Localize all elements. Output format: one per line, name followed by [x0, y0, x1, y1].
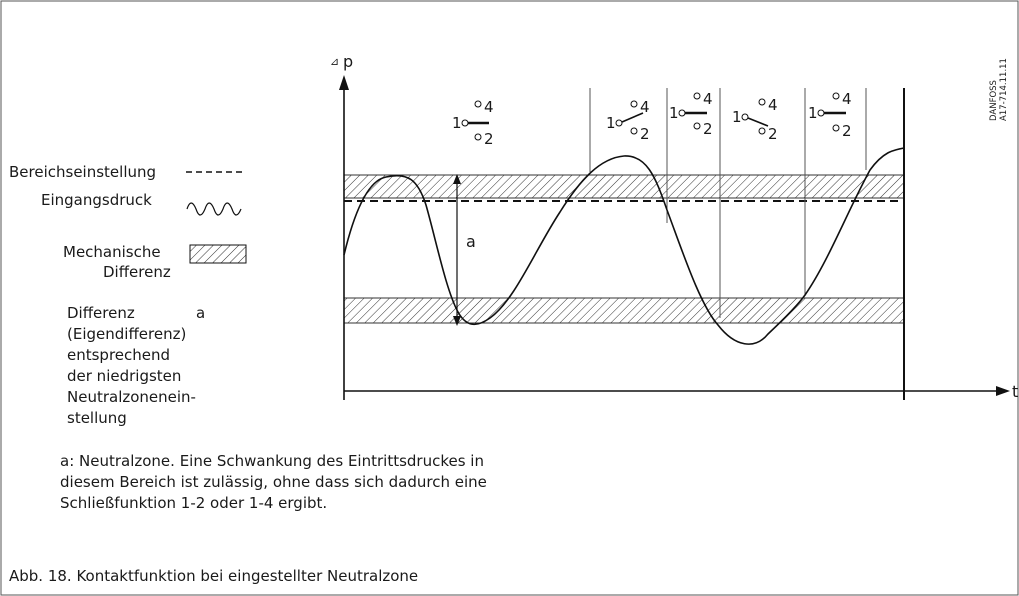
svg-text:1: 1: [452, 114, 462, 132]
legend-diff-label-4: der niedrigsten: [67, 367, 181, 385]
svg-text:DANFOSS: DANFOSS: [989, 80, 999, 121]
svg-text:4: 4: [484, 98, 494, 116]
svg-text:4: 4: [842, 90, 852, 108]
svg-text:diesem Bereich ist zulässig, o: diesem Bereich ist zulässig, ohne dass s…: [60, 473, 487, 491]
legend-mech-diff-label-2: Differenz: [103, 263, 171, 281]
svg-text:2: 2: [703, 120, 713, 138]
switch-symbol-neutral-1: 1 4 2: [452, 98, 494, 148]
svg-text:1: 1: [669, 104, 679, 122]
legend-wave-swatch: [186, 202, 242, 216]
switch-symbol-1-4-a: 1 4 2: [606, 98, 650, 143]
legend-diff-symbol: a: [196, 304, 205, 322]
legend-diff-label-2: (Eigendifferenz): [67, 325, 186, 343]
legend-diff-label-6: stellung: [67, 409, 127, 427]
legend-inlet-pressure-label: Eingangsdruck: [41, 191, 152, 209]
neutral-zone-dimension: [453, 174, 461, 326]
switch-symbol-neutral-2: 1 4 2: [669, 90, 713, 138]
svg-text:A17-714.11.11: A17-714.11.11: [999, 58, 1009, 121]
svg-text:1: 1: [732, 108, 742, 126]
legend-diff-label-5: Neutralzonenein-: [67, 388, 196, 406]
x-axis-label: t: [1012, 382, 1018, 401]
neutral-zone-note: a: Neutralzone. Eine Schwankung des Eint…: [60, 452, 487, 512]
y-axis-label: p: [343, 52, 353, 71]
legend: Bereichseinstellung Eingangsdruck Mechan…: [9, 163, 247, 427]
drawing-code: DANFOSS A17-714.11.11: [989, 58, 1009, 121]
inlet-pressure-curve: [343, 147, 905, 345]
svg-text:4: 4: [703, 90, 713, 108]
svg-text:2: 2: [768, 125, 778, 143]
lower-mechanical-band: [343, 297, 905, 324]
legend-mech-diff-label-1: Mechanische: [63, 243, 161, 261]
svg-text:2: 2: [640, 125, 650, 143]
svg-text:Schließfunktion 1-2 oder 1-4 e: Schließfunktion 1-2 oder 1-4 ergibt.: [60, 494, 327, 512]
switch-symbol-1-2: 1 4 2: [732, 96, 778, 143]
axes: [339, 75, 1010, 400]
upper-mechanical-band: [343, 174, 905, 199]
legend-diff-label-3: entsprechend: [67, 346, 170, 364]
svg-text:4: 4: [768, 96, 778, 114]
svg-text:2: 2: [484, 130, 494, 148]
figure-caption: Abb. 18. Kontaktfunktion bei eingestellt…: [9, 567, 418, 585]
switch-zone-dividers: [589, 88, 867, 318]
svg-text:2: 2: [842, 122, 852, 140]
legend-range-label: Bereichseinstellung: [9, 163, 156, 181]
svg-text:4: 4: [640, 98, 650, 116]
legend-diff-label-1: Differenz: [67, 304, 135, 322]
neutral-zone-label: a: [466, 232, 476, 251]
svg-text:1: 1: [606, 114, 616, 132]
y-axis-delta-symbol: ⊿: [330, 55, 339, 68]
switch-symbol-neutral-3: 1 4 2: [808, 90, 852, 140]
svg-text:a: Neutralzone. Eine Schwankun: a: Neutralzone. Eine Schwankung des Eint…: [60, 452, 484, 470]
legend-hatch-swatch: [189, 244, 247, 264]
svg-text:1: 1: [808, 104, 818, 122]
